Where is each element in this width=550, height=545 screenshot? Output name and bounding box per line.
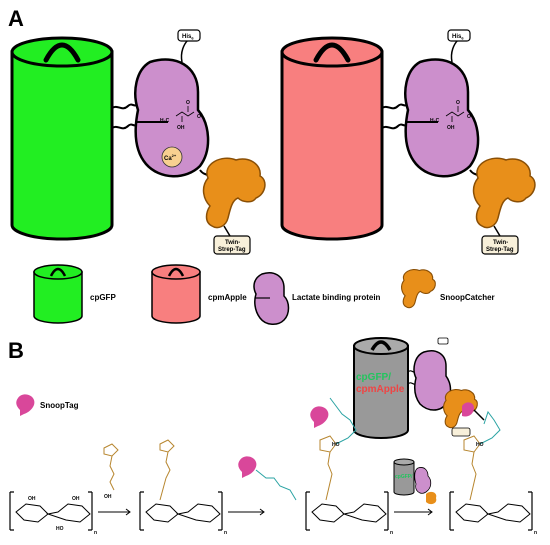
svg-text:Ca2+: Ca2+ — [164, 153, 177, 162]
cellulose-3: n HO — [305, 397, 393, 536]
barrel-handle-icon — [313, 42, 351, 63]
legend-lbp: Lactate binding protein — [253, 272, 381, 325]
svg-text:cpGFP/: cpGFP/ — [395, 474, 413, 480]
his-tag-b — [437, 337, 449, 345]
svg-text:n: n — [94, 530, 97, 536]
lactate-binding-protein-b — [413, 350, 452, 411]
panel-b-label: B — [8, 338, 24, 363]
svg-text:Strep-Tag: Strep-Tag — [486, 247, 514, 253]
barrel-handle-icon — [49, 267, 67, 277]
svg-text:n: n — [534, 530, 537, 536]
linker — [493, 225, 501, 237]
legend-label: cpGFP — [90, 293, 116, 302]
his-tag-left: His6 — [177, 29, 201, 42]
lactate-molecule-left: H3C O O OH — [160, 100, 201, 131]
snoopcatcher-right — [472, 157, 536, 229]
sensor-label-cpmapple: cpmApple — [356, 384, 405, 395]
barrel-handle-icon — [370, 340, 392, 351]
snooptag-label: SnoopTag — [40, 401, 79, 410]
cellulose-1: OH HO OH n — [9, 491, 97, 536]
snooptag-bound-icon — [462, 402, 474, 417]
barrel-handle-icon — [167, 267, 185, 277]
linker — [381, 123, 409, 130]
twin-strep-tag-b — [451, 427, 471, 437]
calcium-ion: Ca2+ — [161, 146, 183, 168]
cpmapple-barrel — [280, 36, 384, 241]
svg-text:OH: OH — [104, 494, 112, 500]
linker — [111, 123, 139, 130]
legend-label: Lactate binding protein — [292, 293, 381, 302]
svg-text:HO: HO — [56, 526, 64, 532]
svg-text:O: O — [186, 100, 190, 106]
svg-text:His6: His6 — [452, 34, 464, 41]
linker — [111, 103, 139, 110]
lactate-binding-protein-right — [404, 39, 480, 178]
linker — [381, 103, 409, 110]
svg-text:Strep-Tag: Strep-Tag — [218, 247, 246, 253]
svg-text:OH: OH — [447, 125, 455, 131]
lactate-binding-protein-left — [134, 39, 210, 178]
svg-text:O: O — [456, 100, 460, 106]
svg-text:H3C: H3C — [160, 118, 170, 124]
svg-text:OH: OH — [28, 496, 36, 502]
svg-text:O: O — [197, 114, 201, 120]
cellulose-2: n — [139, 439, 227, 536]
mini-sensor: cpGFP/ — [393, 458, 437, 505]
cpgfp-barrel — [10, 36, 114, 241]
svg-text:HO: HO — [332, 442, 340, 448]
sensor-label-cpgfp: cpGFP/ — [356, 372, 391, 383]
svg-text:His6: His6 — [182, 34, 194, 41]
svg-text:H3C: H3C — [430, 118, 440, 124]
snooptag-reagent-icon — [238, 456, 257, 478]
maleimide-reagent-1: OH — [103, 443, 119, 500]
svg-text:n: n — [390, 530, 393, 536]
twin-strep-tag-right: Twin- Strep-Tag — [481, 235, 519, 255]
svg-text:HO: HO — [476, 442, 484, 448]
twin-strep-tag-left: Twin- Strep-Tag — [213, 235, 251, 255]
teal-linker — [255, 469, 297, 501]
legend-cpgfp: cpGFP — [33, 264, 116, 324]
lactate-molecule-right: H3C O O OH — [430, 100, 471, 131]
grey-biosensor: cpGFP/ cpmApple — [353, 337, 409, 439]
linker — [223, 225, 231, 237]
cellulose-4: n HO — [449, 410, 537, 536]
svg-text:OH: OH — [72, 496, 80, 502]
his-tag-right: His6 — [447, 29, 471, 42]
legend-snoopcatcher-shape — [400, 268, 436, 309]
barrel-handle-icon — [43, 42, 81, 63]
snoopcatcher-left — [202, 157, 266, 229]
snooptag-attached-icon — [310, 406, 329, 428]
linker — [473, 409, 485, 421]
snooptag-icon — [16, 394, 35, 416]
svg-text:Twin-: Twin- — [493, 240, 508, 246]
svg-text:Twin-: Twin- — [225, 240, 240, 246]
svg-text:n: n — [224, 530, 227, 536]
legend-label: SnoopCatcher — [440, 293, 495, 302]
svg-text:OH: OH — [177, 125, 185, 131]
panel-a-label: A — [8, 6, 24, 31]
legend-cpmapple: cpmApple — [151, 264, 247, 324]
svg-text:O: O — [467, 114, 471, 120]
legend-label: cpmApple — [208, 293, 247, 302]
